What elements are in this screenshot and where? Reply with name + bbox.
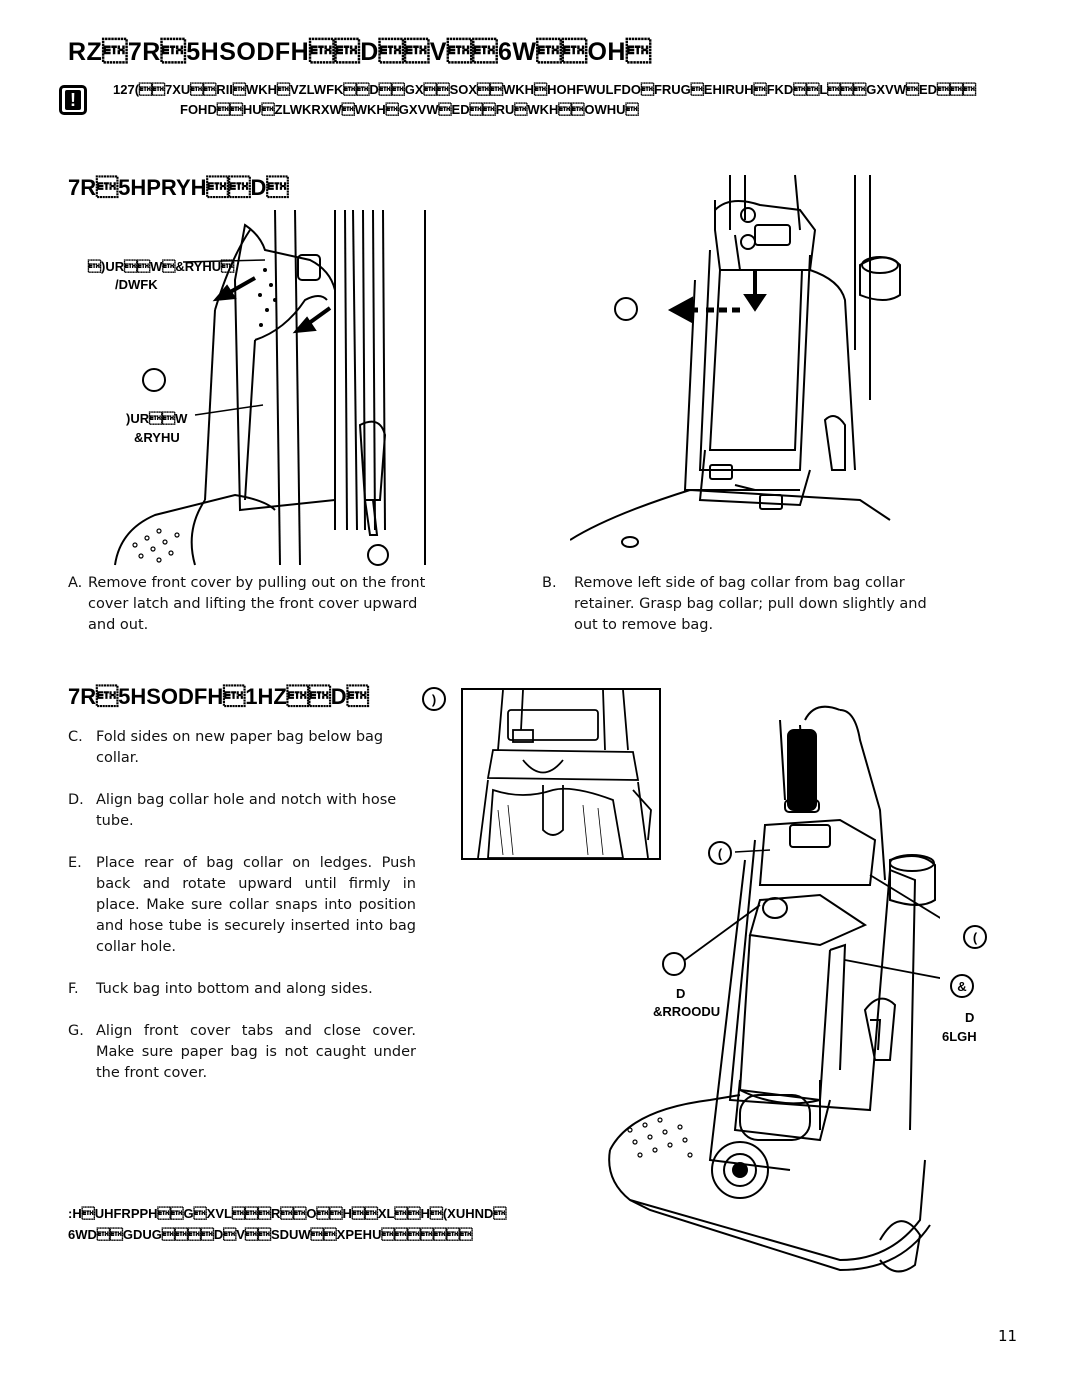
- step-a-letter: A.: [68, 575, 83, 591]
- step-g-text: Align front cover tabs and close cover. …: [96, 1023, 416, 1081]
- page-title: RZ7R5HSODFHDV6WOH: [68, 38, 652, 66]
- step-b-text: Remove left side of bag collar from bag …: [574, 575, 927, 633]
- step-c-text: Fold sides on new paper bag below bag co…: [96, 729, 384, 766]
- step-d-text: Align bag collar hole and notch with hos…: [96, 792, 397, 829]
- step-e-letter: E.: [68, 855, 82, 871]
- warning-icon: !: [59, 85, 87, 115]
- figure-f-marker-icon: ): [422, 687, 446, 711]
- step-e-text: Place rear of bag collar on ledges. Push…: [96, 855, 416, 955]
- step-g: G. Align front cover tabs and close cove…: [68, 1021, 416, 1084]
- step-e: E. Place rear of bag collar on ledges. P…: [68, 853, 416, 958]
- step-a-caption: A. Remove front cover by pulling out on …: [68, 573, 448, 636]
- step-g-letter: G.: [68, 1023, 84, 1039]
- remove-bag-title: 7R5HPRYHD: [68, 175, 289, 200]
- figure-replace-bag: [608, 705, 940, 1273]
- figure-b-bag-removal: [570, 174, 901, 548]
- step-b-letter: B.: [542, 575, 557, 591]
- page-number: 11: [998, 1327, 1018, 1345]
- footer-line-1: :HUHFRPPHGXVLROHXLH(XUHN…: [68, 1206, 507, 1221]
- step-a-marker-icon: [142, 368, 166, 392]
- warning-line-2: FOHDHUZLWKRXWWKHGXVWEDRUWKHOW…: [180, 102, 639, 117]
- step-c: C. Fold sides on new paper bag below bag…: [68, 727, 416, 769]
- d-collar-label-2: &RROODU: [653, 1004, 721, 1019]
- front-cover-latch-label-1: )URW&RYHU: [88, 259, 235, 274]
- footer-line-2: 6WDGDUGDVSDUWXPEHU: [68, 1227, 473, 1242]
- front-cover-label-1: )URW: [126, 411, 188, 426]
- step-b-caption: B. Remove left side of bag collar from b…: [542, 573, 927, 636]
- front-cover-latch-label-2: /DWFK: [115, 277, 158, 292]
- step-d-marker-icon: [662, 952, 686, 976]
- step-f: F. Tuck bag into bottom and along sides.: [68, 979, 416, 1000]
- step-e-top-marker-icon: (: [708, 841, 732, 865]
- inset-figure: [461, 688, 661, 860]
- step-d: D. Align bag collar hole and notch with …: [68, 790, 416, 832]
- front-cover-label-2: &RYHU: [134, 430, 180, 445]
- d-side-label-1: D: [965, 1010, 975, 1025]
- step-f-letter: F.: [68, 981, 79, 997]
- replace-bag-title: 7R5HSODFH1HZD: [68, 684, 369, 709]
- figure-a-front-cover: [114, 209, 426, 566]
- step-c-marker-icon: &: [950, 974, 974, 998]
- step-b-marker-icon: [614, 297, 638, 321]
- step-d-letter: D.: [68, 792, 84, 808]
- d-side-label-2: 6LGH: [942, 1029, 977, 1044]
- d-collar-label-1: D: [676, 986, 686, 1001]
- step-c-letter: C.: [68, 729, 83, 745]
- warning-line-1: 127(7XURIIWKHVZLWFKDGXSOXW…: [113, 82, 977, 97]
- replace-steps: C. Fold sides on new paper bag below bag…: [68, 727, 416, 1084]
- step-a-text: Remove front cover by pulling out on the…: [88, 575, 426, 633]
- step-f-text: Tuck bag into bottom and along sides.: [96, 981, 373, 997]
- step-e-right-marker-icon: (: [963, 925, 987, 949]
